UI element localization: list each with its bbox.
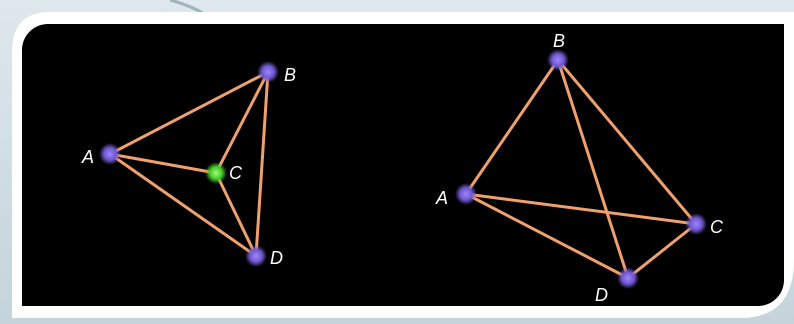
graph-1-vertex-d	[245, 245, 267, 267]
graph-1: A B C D	[81, 61, 296, 268]
graph-2-vertices	[455, 49, 707, 289]
graph-1-vertex-c	[205, 162, 227, 184]
graph-2-edge-b-c	[556, 59, 698, 225]
graph-1-edge-b-c	[214, 71, 270, 174]
graph-1-label-b: B	[284, 65, 296, 85]
graph-1-edge-a-c	[109, 152, 217, 175]
graph-2-label-b: B	[553, 31, 565, 51]
graph-2-vertex-a	[455, 183, 477, 205]
graph-1-edges	[109, 70, 270, 258]
graph-2-labels: A B C D	[435, 31, 724, 305]
graph-1-label-c: C	[229, 163, 243, 183]
graph-1-label-d: D	[270, 248, 283, 268]
graph-2-edge-b-d	[556, 59, 630, 279]
graph-2-edge-c-d	[627, 222, 697, 280]
graph-2-edges	[464, 59, 698, 280]
graph-2-edge-a-c	[465, 192, 697, 226]
graph-2: A B C D	[435, 31, 724, 305]
graph-2-label-c: C	[710, 217, 724, 237]
graph-1-edge-a-b	[109, 70, 269, 156]
graph-1-edge-a-d	[109, 152, 257, 258]
graph-2-edge-a-b	[464, 59, 560, 195]
graph-1-labels: A B C D	[81, 65, 296, 268]
graph-2-label-d: D	[595, 285, 608, 305]
graph-1-edge-c-d	[214, 172, 258, 257]
graph-1-edge-b-d	[254, 71, 270, 257]
graph-2-vertex-d	[617, 267, 639, 289]
graph-2-vertex-b	[547, 49, 569, 71]
graph-1-vertices	[99, 61, 279, 267]
graph-2-edge-a-d	[465, 192, 629, 280]
graph-diagram: A B C D A B	[81, 31, 724, 305]
graph-diagram-panel: A B C D A B	[22, 24, 784, 306]
graph-2-vertex-c	[685, 213, 707, 235]
graph-1-vertex-b	[257, 61, 279, 83]
graph-1-vertex-a	[99, 143, 121, 165]
graph-1-label-a: A	[81, 147, 94, 167]
graph-2-label-a: A	[435, 188, 448, 208]
